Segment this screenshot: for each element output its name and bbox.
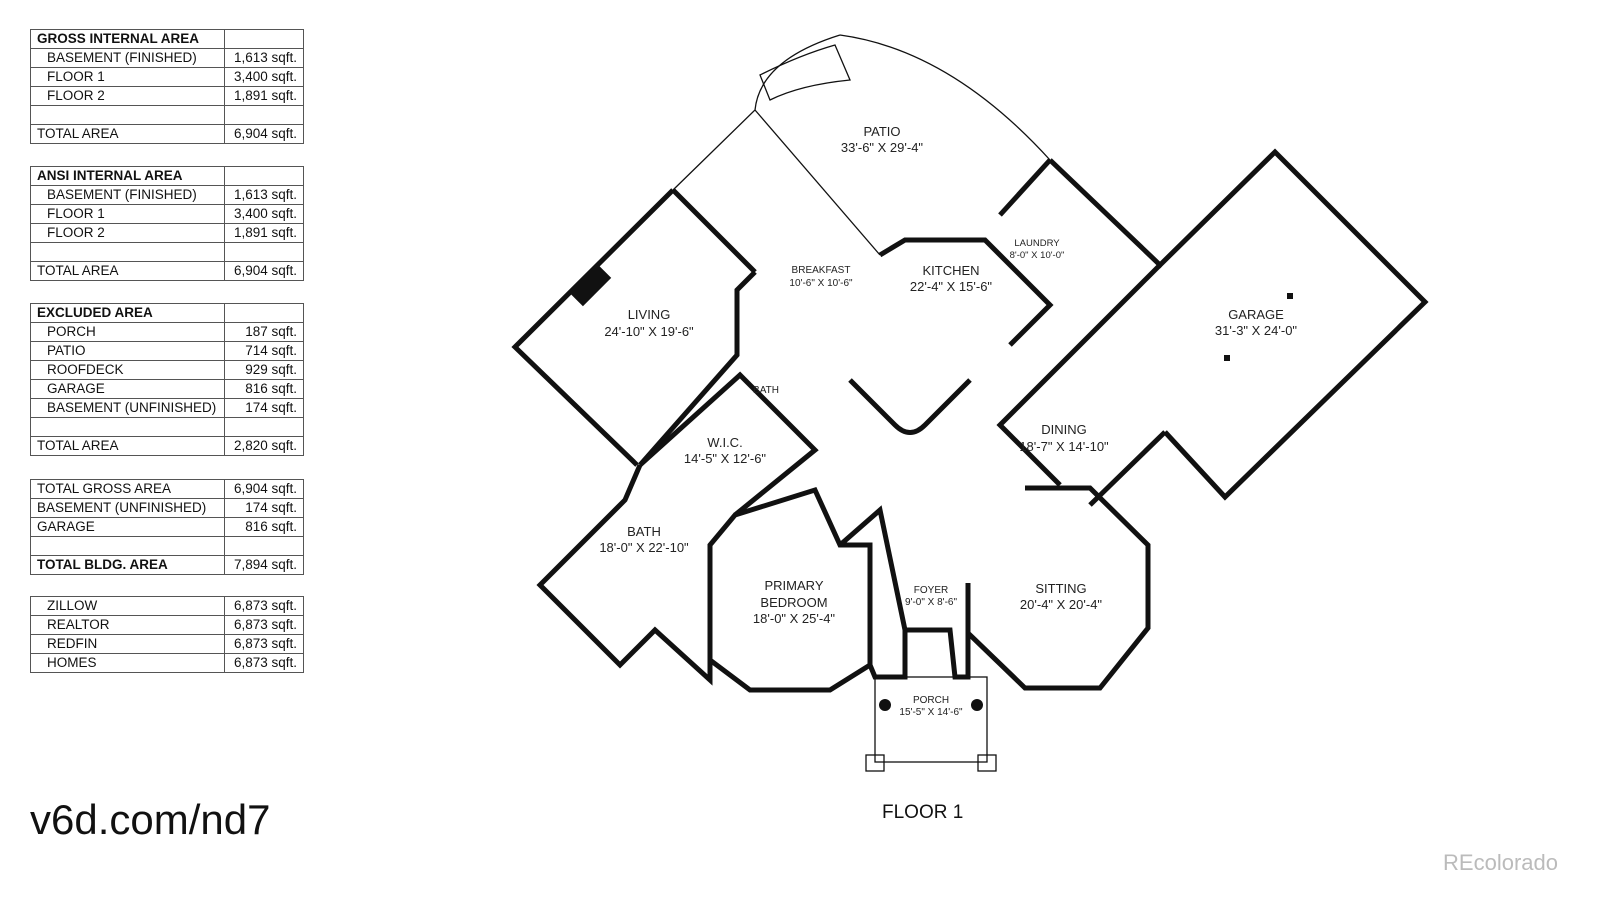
total-label: TOTAL BLDG. AREA bbox=[30, 555, 225, 575]
room-name-porch: PORCH bbox=[913, 695, 949, 706]
row-value: 714 sqft. bbox=[224, 341, 304, 361]
room-dim-wic: 14'-5" X 12'-6" bbox=[684, 451, 767, 466]
room-name-laundry: LAUNDRY bbox=[1014, 238, 1060, 249]
room-name-patio: PATIO bbox=[863, 124, 900, 139]
row-value: 6,873 sqft. bbox=[224, 653, 304, 673]
room-dim-patio: 33'-6" X 29'-4" bbox=[841, 140, 924, 155]
total-label: TOTAL AREA bbox=[30, 436, 225, 456]
room-dim-bath: 18'-0" X 22'-10" bbox=[599, 540, 689, 555]
total-label: TOTAL AREA bbox=[30, 124, 225, 144]
row-value: 6,873 sqft. bbox=[224, 615, 304, 635]
row-label: TOTAL GROSS AREA bbox=[30, 479, 225, 499]
room-dim-dining: 18'-7" X 14'-10" bbox=[1019, 439, 1109, 454]
room-dim-primary: 18'-0" X 25'-4" bbox=[753, 611, 836, 626]
room-dim-foyer: 9'-0" X 8'-6" bbox=[905, 597, 958, 608]
ansi-internal-area-table: ANSI INTERNAL AREA BASEMENT (FINISHED)1,… bbox=[30, 166, 304, 281]
room-name-wic: W.I.C. bbox=[707, 435, 742, 450]
room-name-living: LIVING bbox=[628, 307, 671, 322]
total-label: TOTAL AREA bbox=[30, 261, 225, 281]
room-dim-breakfast: 10'-6" X 10'-6" bbox=[789, 278, 853, 289]
row-label: HOMES bbox=[30, 653, 225, 673]
room-dim-garage: 31'-3" X 24'-0" bbox=[1215, 323, 1298, 338]
brand-watermark: REcolorado bbox=[1443, 850, 1558, 875]
room-name-primary: PRIMARY bbox=[765, 578, 824, 593]
room-name-bath: BATH bbox=[627, 524, 661, 539]
room-name-dining: DINING bbox=[1041, 422, 1087, 437]
row-value: 3,400 sqft. bbox=[224, 204, 304, 224]
row-value: 1,891 sqft. bbox=[224, 86, 304, 106]
room-name-garage: GARAGE bbox=[1228, 307, 1284, 322]
gross-internal-area-table: GROSS INTERNAL AREA BASEMENT (FINISHED)1… bbox=[30, 29, 304, 144]
room-dim-kitchen: 22'-4" X 15'-6" bbox=[910, 279, 993, 294]
room-name-foyer: FOYER bbox=[914, 585, 948, 596]
room-name-kitchen: KITCHEN bbox=[922, 263, 979, 278]
room-name-breakfast: BREAKFAST bbox=[792, 265, 851, 276]
room-dim-sitting: 20'-4" X 20'-4" bbox=[1020, 597, 1103, 612]
room-dim-living: 24'-10" X 19'-6" bbox=[604, 324, 694, 339]
floor-label: FLOOR 1 bbox=[882, 802, 964, 823]
table-title: ANSI INTERNAL AREA bbox=[30, 166, 225, 186]
row-value: 6,904 sqft. bbox=[224, 479, 304, 499]
room-name-bath-small: BATH bbox=[753, 385, 779, 396]
room-name-sitting: SITTING bbox=[1035, 581, 1086, 596]
room-name-primary-2: BEDROOM bbox=[760, 595, 827, 610]
tour-url: v6d.com/nd7 bbox=[30, 796, 271, 843]
total-value: 2,820 sqft. bbox=[224, 436, 304, 456]
total-value: 7,894 sqft. bbox=[224, 555, 304, 575]
room-dim-laundry: 8'-0" X 10'-0" bbox=[1010, 250, 1065, 261]
total-value: 6,904 sqft. bbox=[224, 124, 304, 144]
porch-posts bbox=[568, 263, 1293, 711]
walls bbox=[511, 148, 1429, 693]
room-dim-porch: 15'-5" X 14'-6" bbox=[899, 707, 963, 718]
total-value: 6,904 sqft. bbox=[224, 261, 304, 281]
row-label: PORCH bbox=[30, 322, 225, 342]
row-value: 3,400 sqft. bbox=[224, 67, 304, 87]
